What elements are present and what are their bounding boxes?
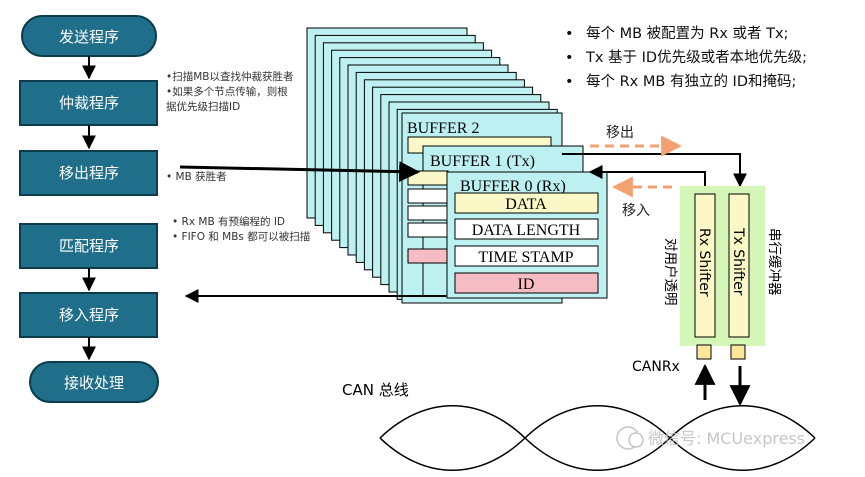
tx-path-arrow [562,153,747,188]
field-id-label: ID [518,276,535,293]
shifter-panel [680,186,765,346]
buffer-2-title: BUFFER 2 [407,120,479,137]
rx-shifter [694,193,716,338]
notes: •扫描MB以查找仲裁获胜者 •如果多个节点传输，则根 据优先级扫描ID • MB… [166,70,310,243]
rx-shifter-label: Rx Shifter [696,228,712,297]
flow-step-moveout [19,150,158,196]
serial-buffer-label: 串行缓冲器 [766,228,782,296]
can-bus-wave-high [379,405,816,471]
flow-step-label: 仲裁程序 [59,94,119,112]
field-data-length [454,218,599,240]
flow-chart: 发送程序 仲裁程序 移出程序 匹配程序 移入程序 接收处理 [19,15,159,403]
feature-bullets: • 每个 MB 被配置为 Rx 或者 Tx; • Tx 基于 ID优先级或者本地… [565,25,807,90]
bullet-item: Tx 基于 ID优先级或者本地优先级; [585,49,807,66]
note-arbitration-1: •扫描MB以查找仲裁获胜者 [166,70,293,83]
canrx-label: CANRx [632,359,680,375]
can-bus-wave-low [379,405,816,471]
note-arbitration-3: 据优先级扫描ID [166,100,240,113]
watermark: 微信号: MCUexpress [616,426,805,450]
field-id [454,272,599,294]
flow-step-label: 移出程序 [59,164,119,182]
buffer-0: BUFFER 0 (Rx) DATA DATA LENGTH TIME STAM… [446,171,608,299]
bullet-item: 每个 Rx MB 有独立的 ID和掩码; [586,73,796,90]
rx-path-arrow [588,165,706,192]
note-arbitration-2: •如果多个节点传输，则根 [166,85,288,98]
tx-shifter-port [730,344,746,360]
note-moveout: • MB 获胜者 [166,171,227,183]
moveout-label: 移出 [606,125,634,141]
watermark-text: 微信号: MCUexpress [648,429,805,448]
flow-step-arbitration [19,80,158,126]
flow-step-label: 移入程序 [59,306,119,324]
buffer-0-title: BUFFER 0 (Rx) [460,178,566,195]
transparent-label: 对用户透明 [662,238,679,306]
movein-label: 移入 [622,203,650,219]
flow-step-match [19,223,158,269]
tx-shifter-label: Tx Shifter [730,227,746,296]
note-match-1: • Rx MB 有预编程的 ID [172,215,285,228]
moveout-arrow [179,161,421,183]
note-match-2: • FIFO 和 MBs 都可以被扫描 [172,230,310,243]
field-data-length-label: DATA LENGTH [472,222,581,239]
flow-step-label: 匹配程序 [59,237,119,255]
tx-shifter [728,193,750,338]
bullet-dot: • [565,26,574,42]
flow-step-label: 发送程序 [59,28,119,46]
flow-step-label: 接收处理 [64,374,124,392]
buffer-1-title: BUFFER 1 (Tx) [430,153,535,170]
field-data-label: DATA [505,196,547,213]
field-data [454,192,599,214]
bullet-dot: • [565,74,574,90]
bullet-item: 每个 MB 被配置为 Rx 或者 Tx; [586,25,788,42]
field-time-stamp-label: TIME STAMP [478,249,573,266]
field-time-stamp [454,245,599,267]
rx-shifter-port [696,344,712,360]
flow-end-receive [29,361,159,403]
can-bus-label: CAN 总线 [342,381,409,399]
serial-buffer: Rx Shifter Tx Shifter 对用户透明 串行缓冲器 [662,186,782,360]
bullet-dot: • [565,50,574,66]
